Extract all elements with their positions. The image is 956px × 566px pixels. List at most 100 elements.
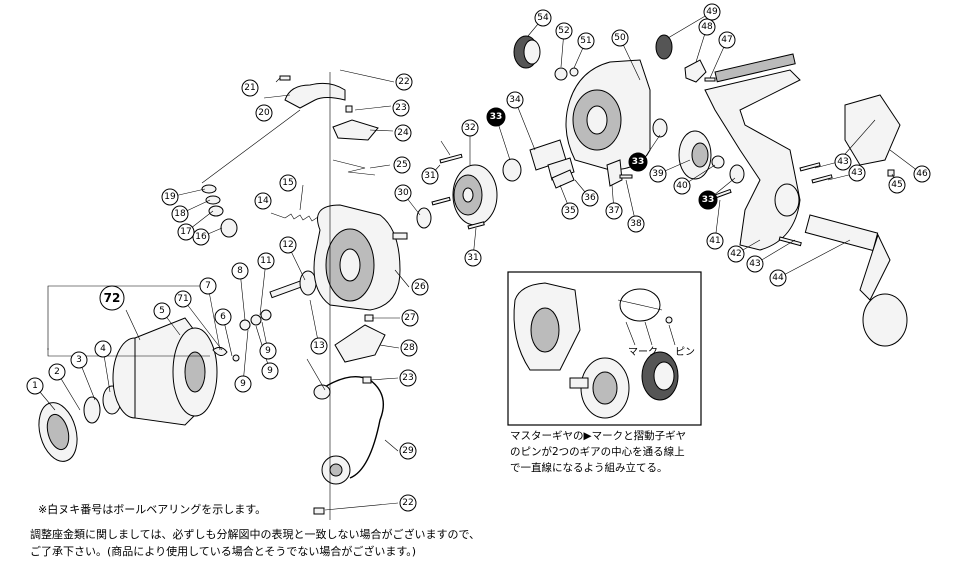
part-callout: 2 bbox=[48, 363, 66, 381]
part-callout: 13 bbox=[310, 337, 328, 355]
part-callout: 4 bbox=[94, 340, 112, 358]
part-callout: 46 bbox=[913, 165, 931, 183]
note-ball-bearing: ※白ヌキ番号はボールベアリングを示します。 bbox=[38, 503, 267, 516]
part-callout: 16 bbox=[192, 228, 210, 246]
svg-text:9: 9 bbox=[265, 346, 271, 356]
part-callout: 20 bbox=[255, 104, 273, 122]
svg-text:6: 6 bbox=[220, 312, 226, 322]
part-callout: 43 bbox=[848, 164, 866, 182]
svg-text:14: 14 bbox=[257, 196, 269, 206]
inset-caption-line: のピンが2つのギアの中心を通る線上 bbox=[510, 446, 685, 458]
part-callout: 52 bbox=[555, 22, 573, 40]
rotor-part bbox=[313, 204, 408, 311]
svg-text:20: 20 bbox=[258, 108, 270, 118]
svg-text:44: 44 bbox=[772, 273, 784, 283]
part-callout: 12 bbox=[279, 236, 297, 254]
svg-text:24: 24 bbox=[397, 128, 409, 138]
note-usage-disclaimer: ご了承下さい。(商品により使用している場合とそうでない場合がございます。) bbox=[30, 545, 417, 558]
part-callout: 1 bbox=[26, 377, 44, 395]
svg-text:9: 9 bbox=[240, 379, 246, 389]
spool-part bbox=[112, 317, 218, 426]
part-callout: 37 bbox=[605, 202, 623, 220]
svg-text:11: 11 bbox=[260, 256, 271, 266]
svg-text:47: 47 bbox=[721, 35, 732, 45]
svg-text:36: 36 bbox=[584, 193, 596, 203]
part-callout: 23 bbox=[392, 99, 410, 117]
note-shim-disclaimer: 調整座金類に関しましては、必ずしも分解図中の表現と一致しない場合がございますので… bbox=[30, 528, 481, 541]
svg-text:54: 54 bbox=[537, 13, 549, 23]
svg-text:1: 1 bbox=[32, 381, 38, 391]
part-callout: 36 bbox=[581, 189, 599, 207]
part-callout: 29 bbox=[399, 442, 417, 460]
svg-text:18: 18 bbox=[174, 209, 186, 219]
svg-text:9: 9 bbox=[267, 366, 273, 376]
part-callout: 47 bbox=[718, 31, 736, 49]
svg-text:7: 7 bbox=[205, 281, 211, 291]
part-callout: 8 bbox=[231, 262, 249, 280]
part-callout: 40 bbox=[673, 177, 691, 195]
svg-text:39: 39 bbox=[652, 169, 664, 179]
part-callout: 19 bbox=[161, 188, 179, 206]
part-callout: 38 bbox=[627, 215, 645, 233]
part-callout: 22 bbox=[395, 73, 413, 91]
svg-text:13: 13 bbox=[313, 341, 324, 351]
part-callout: 9 bbox=[261, 362, 279, 380]
part-callout: 30 bbox=[394, 184, 412, 202]
svg-text:27: 27 bbox=[404, 313, 415, 323]
part-callout: 25 bbox=[393, 156, 411, 174]
part-callout: 7 bbox=[199, 277, 217, 295]
reel-body-part bbox=[565, 59, 651, 171]
oscillation-gear-part bbox=[513, 35, 541, 69]
svg-text:34: 34 bbox=[509, 95, 521, 105]
part-callout: 51 bbox=[577, 32, 595, 50]
svg-text:42: 42 bbox=[730, 249, 741, 259]
part-callout: 45 bbox=[888, 176, 906, 194]
inset-master-gear bbox=[569, 357, 630, 419]
part-callout: 43 bbox=[834, 153, 852, 171]
svg-text:35: 35 bbox=[564, 206, 575, 216]
part-callout: 71 bbox=[174, 290, 192, 308]
svg-text:49: 49 bbox=[706, 7, 718, 17]
part-callout: 15 bbox=[279, 174, 297, 192]
part-callout: 44 bbox=[769, 269, 787, 287]
svg-text:41: 41 bbox=[709, 236, 720, 246]
part-callout: 5 bbox=[153, 302, 171, 320]
svg-text:4: 4 bbox=[100, 344, 106, 354]
part-callout: 34 bbox=[506, 91, 524, 109]
svg-text:31: 31 bbox=[467, 253, 478, 263]
svg-text:40: 40 bbox=[676, 181, 688, 191]
svg-text:33: 33 bbox=[632, 157, 645, 167]
inset-oscillation-gear bbox=[641, 351, 679, 401]
svg-text:22: 22 bbox=[398, 77, 409, 87]
svg-text:33: 33 bbox=[702, 195, 715, 205]
part-callout: 14 bbox=[254, 192, 272, 210]
inset-label-pin: ピン bbox=[675, 346, 695, 358]
part-callout: 24 bbox=[394, 124, 412, 142]
part-callout: 33 bbox=[628, 152, 648, 172]
svg-text:19: 19 bbox=[164, 192, 176, 202]
part-callout: 31 bbox=[421, 167, 439, 185]
part-callout: 72 bbox=[99, 285, 125, 311]
part-callout: 23 bbox=[399, 369, 417, 387]
svg-text:32: 32 bbox=[464, 123, 475, 133]
leader-lines bbox=[34, 11, 923, 520]
svg-text:45: 45 bbox=[891, 180, 902, 190]
part-callout: 11 bbox=[257, 252, 275, 270]
part-callout: 26 bbox=[411, 278, 429, 296]
svg-text:23: 23 bbox=[402, 373, 413, 383]
svg-text:37: 37 bbox=[608, 206, 619, 216]
part-callout: 35 bbox=[561, 202, 579, 220]
part-callout: 41 bbox=[706, 232, 724, 250]
screws bbox=[279, 75, 895, 515]
svg-text:30: 30 bbox=[397, 188, 409, 198]
svg-text:28: 28 bbox=[403, 343, 415, 353]
inset-label-mark: マーク bbox=[628, 346, 658, 358]
svg-text:38: 38 bbox=[630, 219, 642, 229]
part-callout: 21 bbox=[241, 79, 259, 97]
part-callout: 48 bbox=[698, 18, 716, 36]
svg-text:2: 2 bbox=[54, 367, 60, 377]
part-callouts: 1 2 3 4 5 7 71 72 6 8 9 9 9 10 11 12 13 … bbox=[26, 3, 931, 512]
part-callout: 49 bbox=[703, 3, 721, 21]
svg-text:31: 31 bbox=[424, 171, 435, 181]
washer-part bbox=[83, 396, 101, 424]
